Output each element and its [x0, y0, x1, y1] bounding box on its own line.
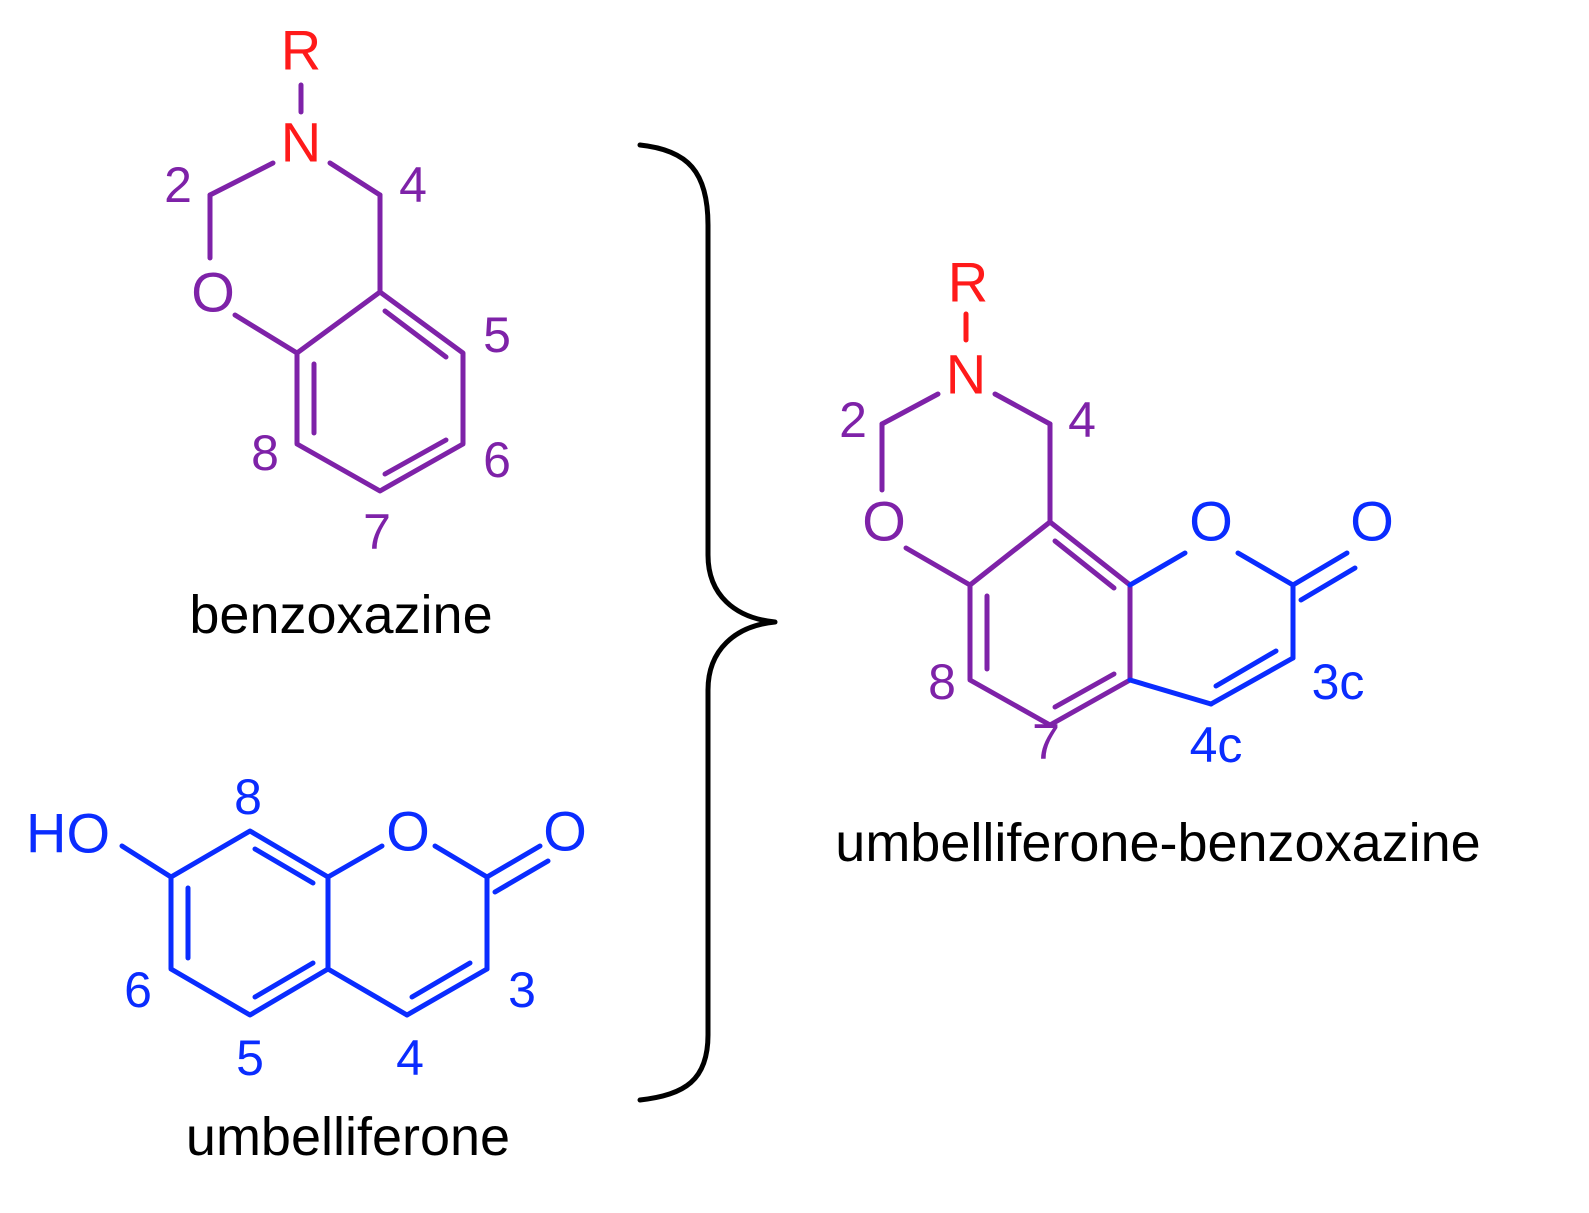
product-position-8: 8: [928, 654, 956, 710]
bond-n-c4: [327, 160, 383, 198]
umbelliferone-position-5: 5: [236, 1030, 264, 1086]
product-position-4c: 4c: [1190, 717, 1243, 773]
benzoxazine-position-4: 4: [399, 157, 427, 213]
bond-c3-c4: [404, 966, 490, 1018]
product-bond-n-c2: [879, 391, 941, 427]
bond-c8a-o1: [325, 843, 385, 880]
product-bond-n-c4: [992, 391, 1053, 427]
product-position-2: 2: [839, 392, 867, 448]
product-carbonyl-o-label: O: [1350, 490, 1394, 553]
product-bonds: [879, 311, 1358, 728]
product-benzene-ring: [967, 519, 1133, 728]
product-ring-o-label: O: [1189, 490, 1233, 553]
combining-brace: [637, 142, 778, 1103]
product-bond-o-c10b: [903, 545, 973, 588]
double-bond-c5-c4a: [252, 960, 316, 1000]
umbelliferone-benzene-ring: [168, 828, 331, 1018]
product-double-bond-bottom: [1052, 671, 1117, 710]
umbelliferone-structure: HO O O 8 6 5 4 3 umbelliferone: [26, 769, 587, 1167]
benzoxazine-position-6: 6: [483, 432, 511, 488]
benzoxazine-caption: benzoxazine: [189, 585, 492, 645]
umbelliferone-carbonyl-o-label: O: [543, 800, 587, 863]
product-double-bond-top: [1052, 538, 1117, 591]
product-position-7: 7: [1032, 714, 1060, 770]
benzoxazine-position-7: 7: [363, 504, 391, 560]
product-position-3c: 3c: [1312, 654, 1365, 710]
benzoxazine-position-8: 8: [251, 425, 279, 481]
product-double-bond-c3c-c4c-inner: [1213, 648, 1279, 689]
benzoxazine-n-label: N: [281, 111, 321, 174]
umbelliferone-ho-label: HO: [26, 802, 110, 865]
product-position-4: 4: [1068, 392, 1096, 448]
benzoxazine-bonds: [207, 82, 466, 494]
double-bond-inner-bottom: [382, 437, 449, 477]
product-bond-carbonyl-b: [1298, 565, 1358, 603]
umbelliferone-position-8: 8: [234, 769, 262, 825]
benzene-ring: [294, 289, 466, 494]
umbelliferone-caption: umbelliferone: [186, 1107, 510, 1167]
benzoxazine-position-2: 2: [164, 157, 192, 213]
product-caption: umbelliferone-benzoxazine: [835, 813, 1480, 873]
umbelliferone-ring-o-label: O: [386, 800, 430, 863]
product-bond-carbonyl-a: [1290, 550, 1350, 588]
product-oxazine-o-label: O: [862, 490, 906, 553]
double-bond-inner-right: [382, 308, 449, 360]
umbelliferone-position-6: 6: [124, 962, 152, 1018]
product-r-label: R: [948, 251, 988, 314]
product-n-label: N: [946, 343, 986, 406]
bond-o1-c2: [432, 843, 490, 880]
bond-n-c2: [207, 160, 276, 198]
umbelliferone-position-3: 3: [508, 962, 536, 1018]
product-bond-c-o1: [1127, 550, 1188, 588]
bond-o-c8a: [232, 312, 300, 356]
bond-c2-o-carbonyl-b: [492, 858, 551, 895]
bond-ho-c7: [119, 843, 174, 880]
umbelliferone-position-4: 4: [396, 1030, 424, 1086]
product-bond-o1-c2c: [1235, 550, 1296, 588]
benzoxazine-position-5: 5: [483, 307, 511, 363]
umbelliferone-bonds: [119, 828, 551, 1018]
double-bond-c8-c8a: [252, 846, 316, 886]
bond-c2-o-carbonyl-a: [484, 843, 543, 880]
product-bond-c4c-c: [1127, 677, 1214, 707]
benzoxazine-o-label: O: [191, 261, 235, 324]
product-structure: R N O O O 2 4 8 7 4c 3c umbelliferone-be…: [835, 251, 1480, 874]
bond-c4-c4a: [325, 966, 410, 1018]
double-bond-c3-c4-inner: [409, 960, 473, 1000]
benzoxazine-r-label: R: [281, 19, 321, 82]
benzoxazine-structure: R N O 2 4 5 6 7 8 benzoxazine: [164, 19, 511, 646]
product-bond-c3c-c4c: [1208, 655, 1296, 707]
